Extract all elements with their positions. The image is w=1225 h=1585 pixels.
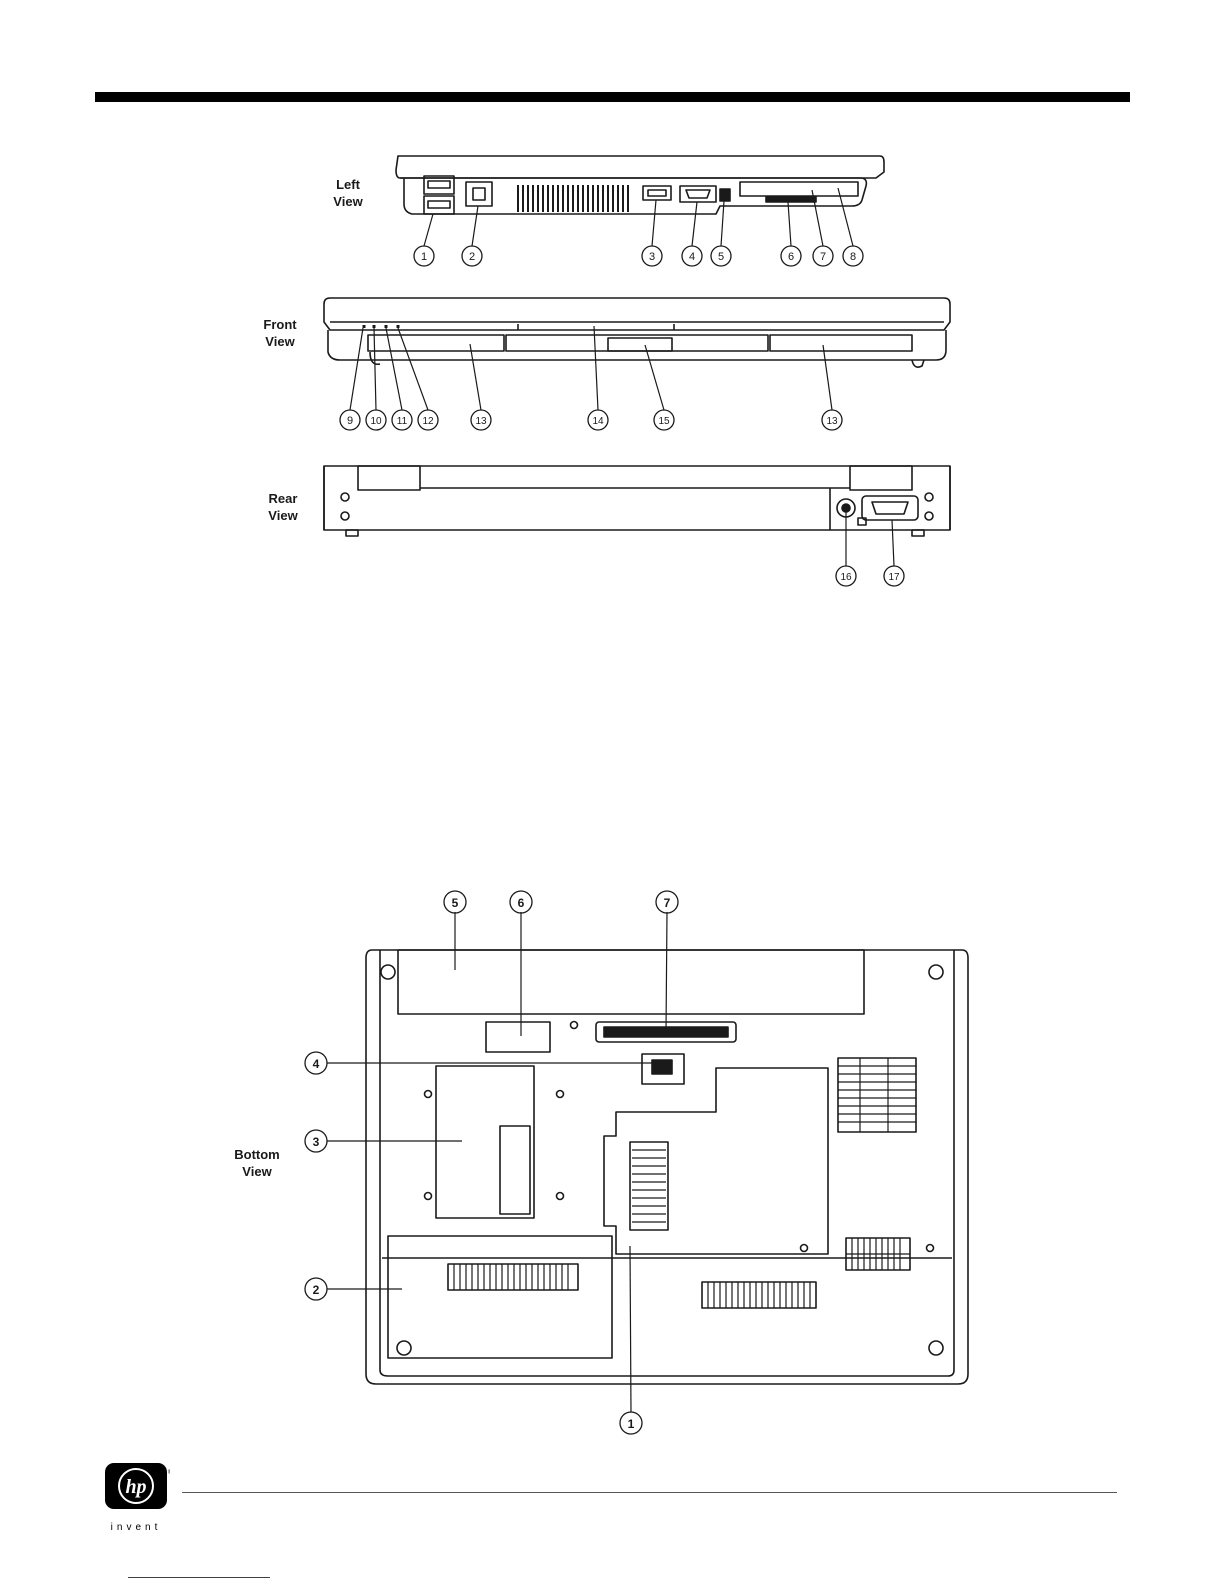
callout-bottom-6: 6	[518, 896, 525, 910]
callout-left-1: 1	[421, 251, 427, 263]
front-view-drawing	[324, 298, 950, 367]
logo-tagline: invent	[111, 1522, 162, 1533]
rear-view-drawing	[324, 466, 950, 536]
bottom-view-drawing	[366, 950, 968, 1384]
callout-left-2: 2	[469, 251, 475, 263]
callout-left-4: 4	[689, 251, 695, 263]
callout-circles	[305, 246, 904, 1434]
callout-bottom-1: 1	[628, 1417, 635, 1431]
callout-bottom-2: 2	[313, 1283, 320, 1297]
logo-registered: ®	[168, 1469, 170, 1476]
callout-bottom-5: 5	[452, 896, 459, 910]
callout-left-8: 8	[850, 251, 856, 263]
left-view-drawing	[396, 156, 884, 214]
callout-front-13b: 13	[826, 416, 838, 427]
callout-bottom-3: 3	[313, 1135, 320, 1149]
hp-invent-logo: hp ® invent	[104, 1462, 170, 1542]
callout-left-5: 5	[718, 251, 724, 263]
callout-left-3: 3	[649, 251, 655, 263]
leader-lines	[327, 188, 894, 1412]
callout-bottom-4: 4	[313, 1057, 320, 1071]
callout-front-12: 12	[422, 416, 434, 427]
callout-front-13a: 13	[475, 416, 487, 427]
footer-rule	[182, 1492, 1117, 1493]
logo-mark: hp	[125, 1476, 146, 1498]
callout-front-9: 9	[347, 415, 353, 427]
callout-rear-16: 16	[840, 572, 852, 583]
callout-front-10: 10	[370, 416, 382, 427]
footer-link-underline[interactable]	[128, 1577, 270, 1578]
callout-front-14: 14	[592, 416, 604, 427]
callout-left-6: 6	[788, 251, 794, 263]
callout-rear-17: 17	[888, 572, 900, 583]
callout-front-15: 15	[658, 416, 670, 427]
callout-front-11: 11	[397, 416, 408, 427]
callout-left-7: 7	[820, 251, 826, 263]
callout-bottom-7: 7	[664, 896, 671, 910]
